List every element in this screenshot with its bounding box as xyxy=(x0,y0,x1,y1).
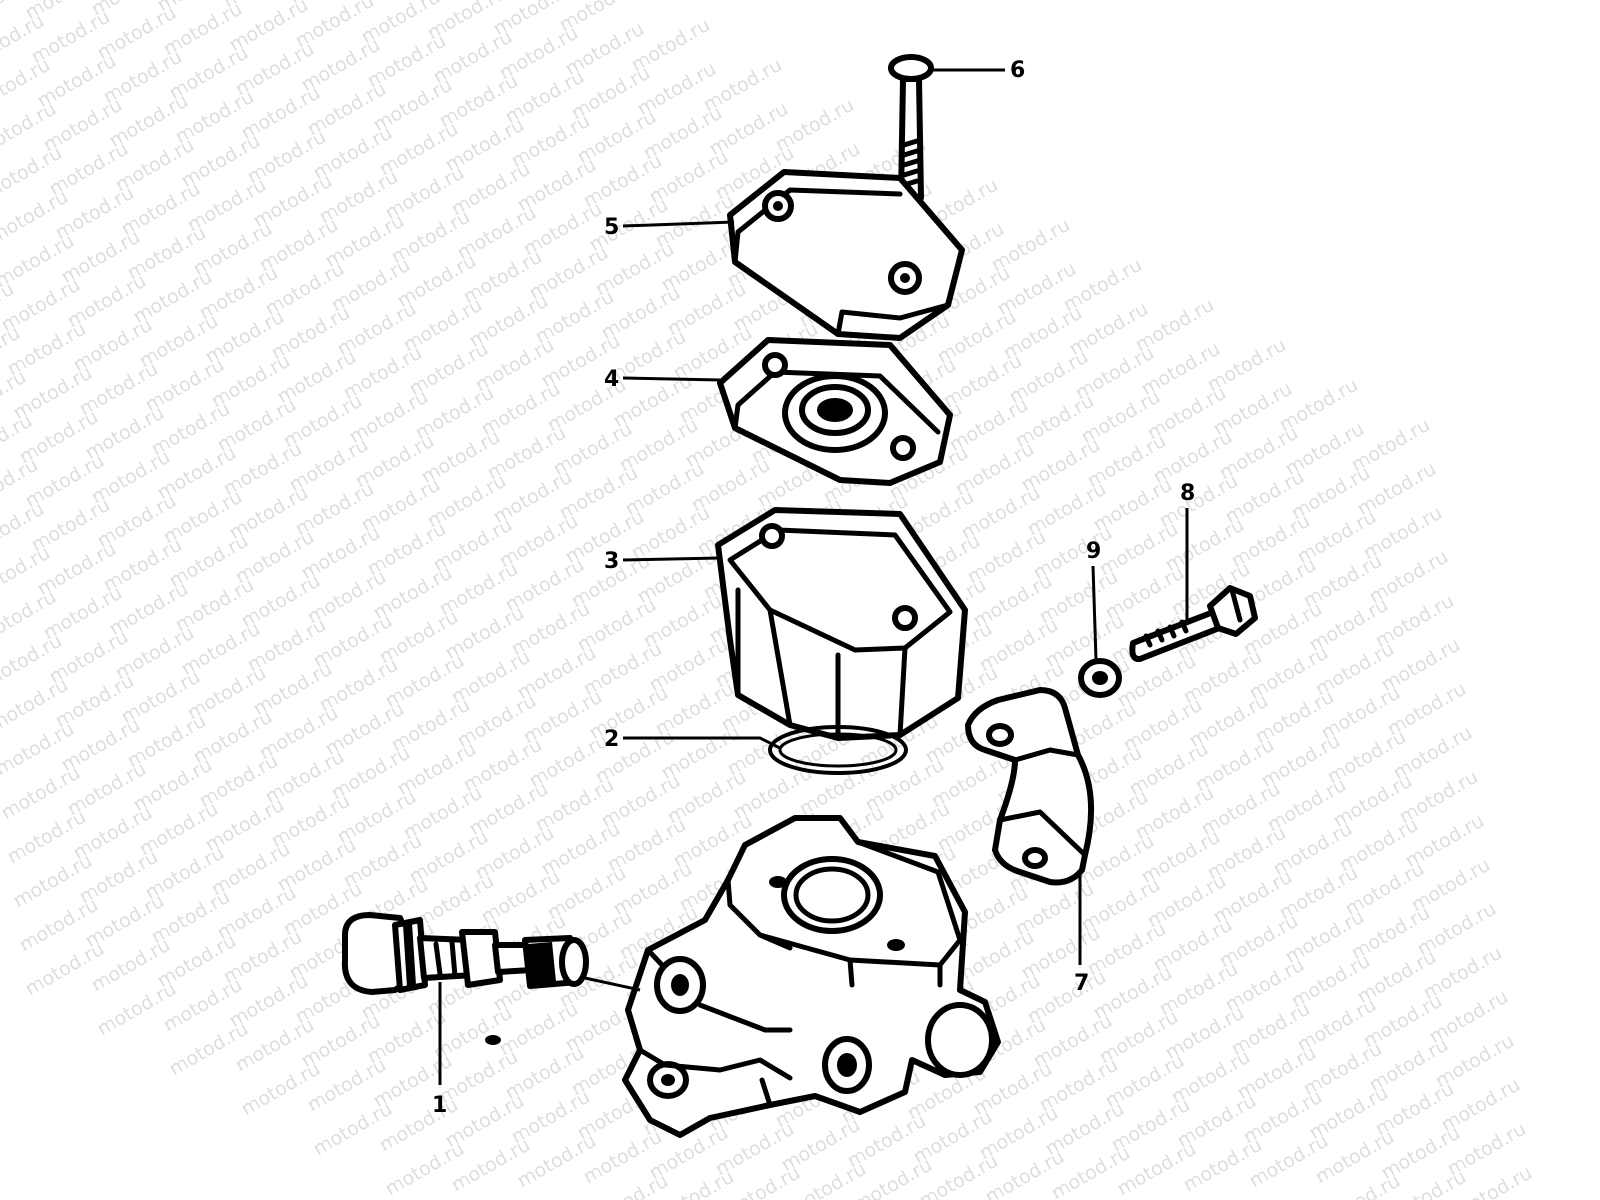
master-cylinder-body xyxy=(485,815,1001,1138)
callout-3: 3 xyxy=(604,549,619,574)
callout-9: 9 xyxy=(1086,539,1101,564)
part-1-piston xyxy=(341,912,589,995)
callout-5: 5 xyxy=(604,215,619,240)
callout-2: 2 xyxy=(604,727,619,752)
part-7-clamp xyxy=(965,687,1095,886)
callout-6: 6 xyxy=(1010,58,1025,83)
leader-1b xyxy=(584,976,641,992)
leader-4 xyxy=(622,376,721,382)
leader-3 xyxy=(622,556,721,562)
callout-4: 4 xyxy=(604,367,619,392)
part-2-o-ring xyxy=(768,725,908,775)
leader-5 xyxy=(622,220,735,228)
part-3-reservoir xyxy=(715,507,968,741)
leader-9 xyxy=(1091,565,1098,661)
callout-7: 7 xyxy=(1074,971,1089,996)
callout-8: 8 xyxy=(1180,481,1195,506)
part-4-diaphragm xyxy=(717,337,953,486)
leader-2 xyxy=(623,736,781,750)
part-5-cap xyxy=(727,169,965,341)
part-8-bolt xyxy=(1129,585,1258,663)
callout-1: 1 xyxy=(432,1093,447,1118)
callout-labels: 1 2 3 4 5 6 7 8 9 xyxy=(432,58,1195,1118)
part-9-washer xyxy=(1078,658,1122,698)
leader-lines xyxy=(438,68,1189,1085)
